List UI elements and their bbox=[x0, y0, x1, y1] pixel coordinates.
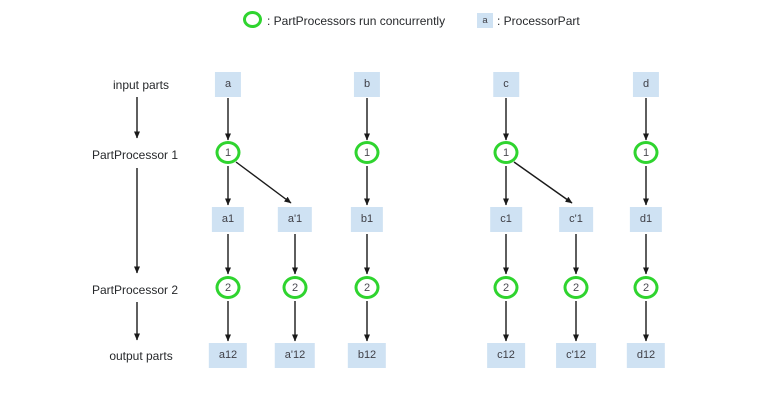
part-box-c-prime-1: c'1 bbox=[559, 207, 593, 232]
legend-concurrent-label: : PartProcessors run concurrently bbox=[267, 13, 446, 28]
processor2-node-c: 2 bbox=[493, 276, 519, 299]
output-part-box-d12: d12 bbox=[626, 343, 666, 368]
legend-processor-part-label: : ProcessorPart bbox=[497, 13, 580, 28]
processor-part-icon: a bbox=[477, 13, 493, 28]
processor2-node-a-prime: 2 bbox=[282, 276, 308, 299]
output-part-box-a12: a12 bbox=[208, 343, 248, 368]
part-box-a-prime-1: a'1 bbox=[277, 207, 313, 232]
input-part-box-b: b bbox=[353, 72, 381, 97]
input-part-box-a: a bbox=[214, 72, 242, 97]
part-box-c1: c1 bbox=[490, 207, 522, 232]
processor1-node-d: 1 bbox=[633, 141, 659, 164]
processor1-node-b: 1 bbox=[354, 141, 380, 164]
output-part-box-c12: c12 bbox=[487, 343, 525, 368]
processor1-node-c: 1 bbox=[493, 141, 519, 164]
processor2-node-d: 2 bbox=[633, 276, 659, 299]
row-label-input-parts: input parts bbox=[112, 78, 170, 92]
part-box-b1: b1 bbox=[350, 207, 384, 232]
processor1-node-a: 1 bbox=[215, 141, 241, 164]
part-box-d1: d1 bbox=[629, 207, 663, 232]
processor2-node-a: 2 bbox=[215, 276, 241, 299]
output-part-box-c-prime-12: c'12 bbox=[556, 343, 596, 368]
part-box-a1: a1 bbox=[211, 207, 245, 232]
output-part-box-b12: b12 bbox=[347, 343, 387, 368]
processor2-node-b: 2 bbox=[354, 276, 380, 299]
concurrent-circle-icon bbox=[243, 11, 262, 28]
processor2-node-c-prime: 2 bbox=[563, 276, 589, 299]
row-label-output-parts: output parts bbox=[109, 349, 173, 363]
row-label-partprocessor-2: PartProcessor 2 bbox=[91, 283, 179, 297]
input-part-box-d: d bbox=[632, 72, 660, 97]
input-part-box-c: c bbox=[493, 72, 519, 97]
output-part-box-a-prime-12: a'12 bbox=[274, 343, 316, 368]
row-label-partprocessor-1: PartProcessor 1 bbox=[91, 148, 179, 162]
